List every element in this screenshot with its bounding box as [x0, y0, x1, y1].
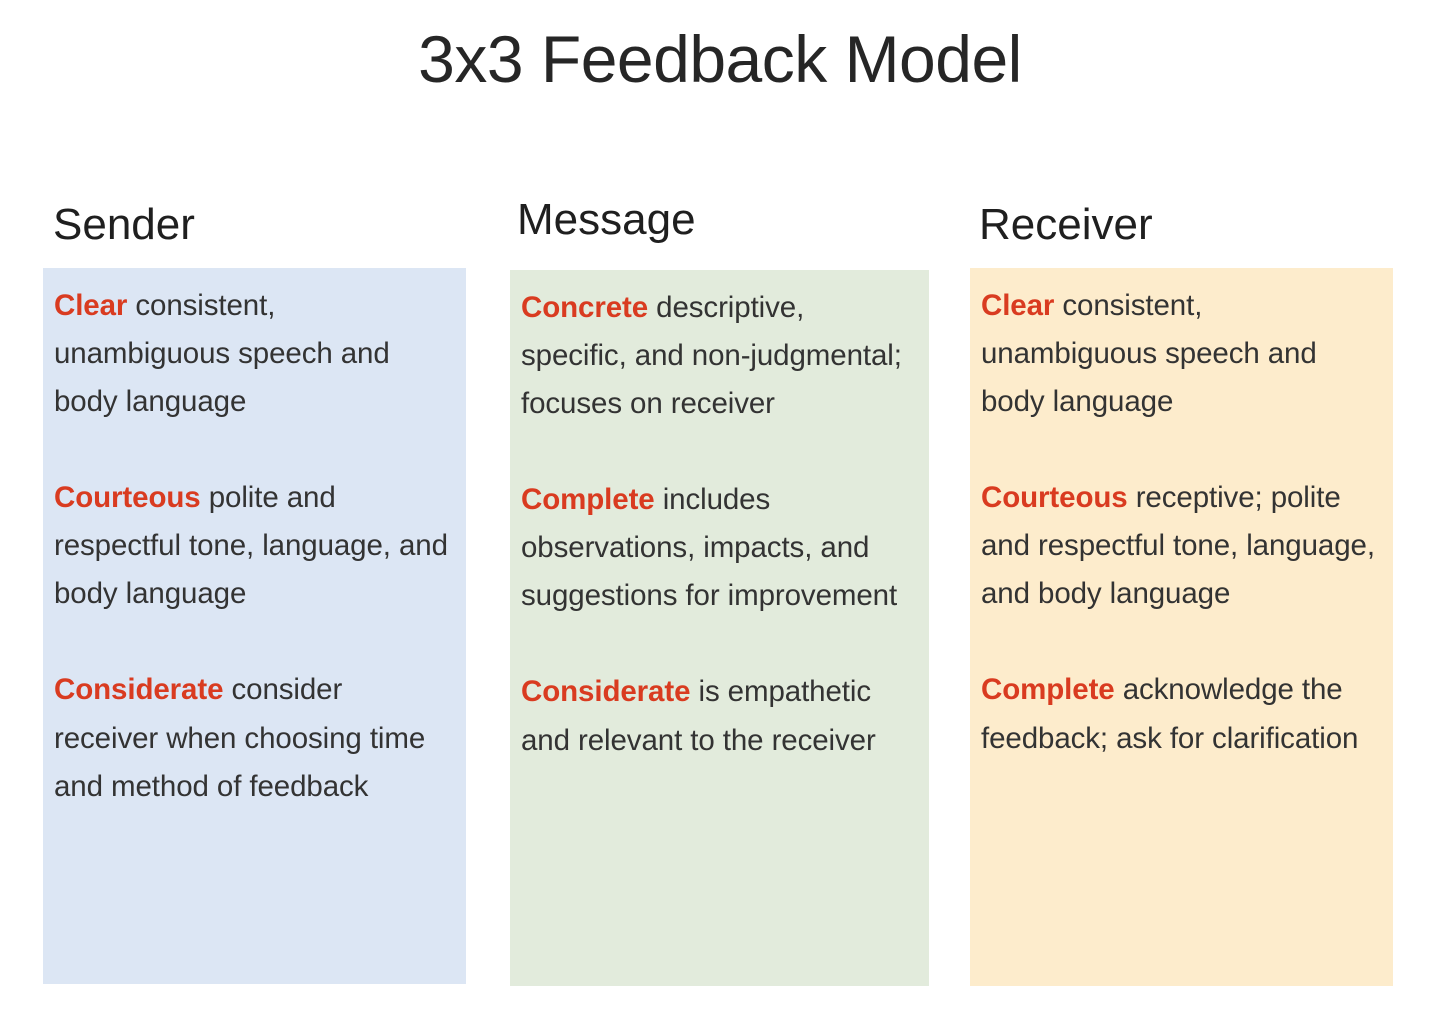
body-sender-1: consistent, unambiguous speech and body … [54, 289, 390, 419]
page-title: 3x3 Feedback Model [418, 22, 1022, 96]
body-message-1: descriptive, specific, and non-judgmenta… [521, 291, 902, 421]
panel-receiver: Clear consistent, unambiguous speech and… [970, 268, 1393, 986]
body-message-2: includes observations, impacts, and sugg… [521, 483, 898, 613]
body-receiver-2: receptive; polite and respectful tone, l… [981, 481, 1375, 611]
block-message-3: Considerate is empathetic and relevant t… [521, 668, 913, 764]
block-receiver-3: Complete acknowledge the feedback; ask f… [981, 666, 1377, 762]
body-sender-3: consider receiver when choosing time and… [54, 673, 426, 803]
keyword-receiver-3: Complete [981, 673, 1115, 707]
block-sender-1: Clear consistent, unambiguous speech and… [54, 282, 450, 426]
panel-sender: Clear consistent, unambiguous speech and… [43, 268, 466, 984]
keyword-receiver-1: Clear [981, 289, 1055, 322]
panel-message: Concrete descriptive, specific, and non-… [510, 270, 929, 986]
body-receiver-3: acknowledge the feedback; ask for clarif… [981, 673, 1359, 755]
column-header-sender: Sender [53, 200, 195, 249]
block-sender-2: Courteous polite and respectful tone, la… [54, 474, 450, 618]
block-message-2: Complete includes observations, impacts,… [521, 476, 913, 620]
block-message-1: Concrete descriptive, specific, and non-… [521, 284, 913, 428]
keyword-message-1: Concrete [521, 291, 649, 324]
column-header-message: Message [517, 195, 696, 244]
keyword-sender-1: Clear [54, 289, 128, 322]
keyword-sender-3: Considerate [54, 673, 224, 707]
body-message-3: is empathetic and relevant to the receiv… [521, 675, 876, 757]
block-receiver-1: Clear consistent, unambiguous speech and… [981, 282, 1377, 426]
body-receiver-1: consistent, unambiguous speech and body … [981, 289, 1317, 419]
keyword-message-2: Complete [521, 483, 655, 517]
keyword-receiver-2: Courteous [981, 481, 1128, 515]
keyword-sender-2: Courteous [54, 481, 201, 515]
body-sender-2: polite and respectful tone, language, an… [54, 481, 448, 611]
column-header-receiver: Receiver [979, 200, 1153, 249]
block-sender-3: Considerate consider receiver when choos… [54, 666, 450, 810]
keyword-message-3: Considerate [521, 675, 691, 709]
block-receiver-2: Courteous receptive; polite and respectf… [981, 474, 1377, 618]
